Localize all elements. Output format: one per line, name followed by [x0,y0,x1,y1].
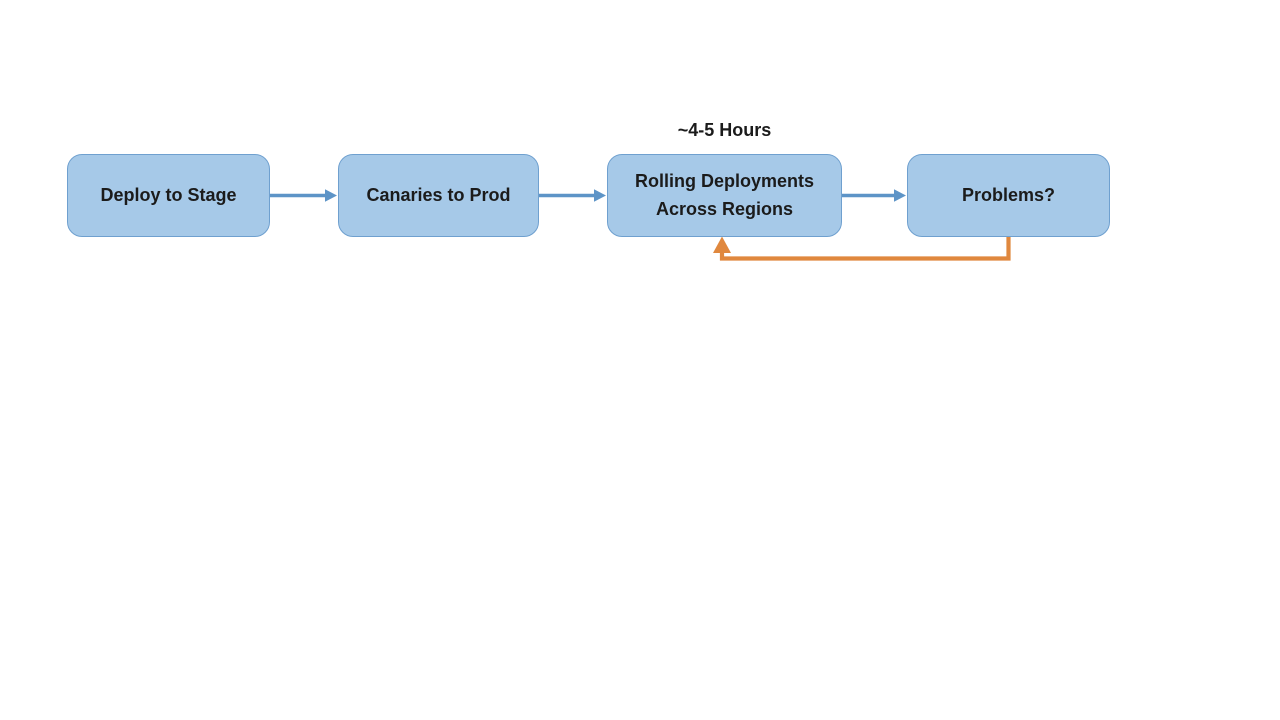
arrow-stage-to-canaries [270,189,337,202]
node-deploy-to-stage: Deploy to Stage [67,154,270,237]
arrow-rolling-to-problems [842,189,906,202]
arrow-canaries-to-rolling [539,189,606,202]
node-label-rolling-deployments-across-regions: Rolling Deployments Across Regions [634,170,814,219]
node-canaries-to-prod: Canaries to Prod [338,154,539,237]
node-label-deploy-to-stage: Deploy to Stage [100,184,237,205]
node-rolling-deployments-across-regions: Rolling Deployments Across Regions [607,154,842,237]
feedback-arrow-problems-to-rolling [713,236,1011,261]
node-label-canaries-to-prod: Canaries to Prod [366,184,511,205]
timing-label: ~4-5 Hours [677,120,772,140]
node-problems: Problems? [907,154,1110,237]
node-label-problems: Problems? [961,184,1056,205]
